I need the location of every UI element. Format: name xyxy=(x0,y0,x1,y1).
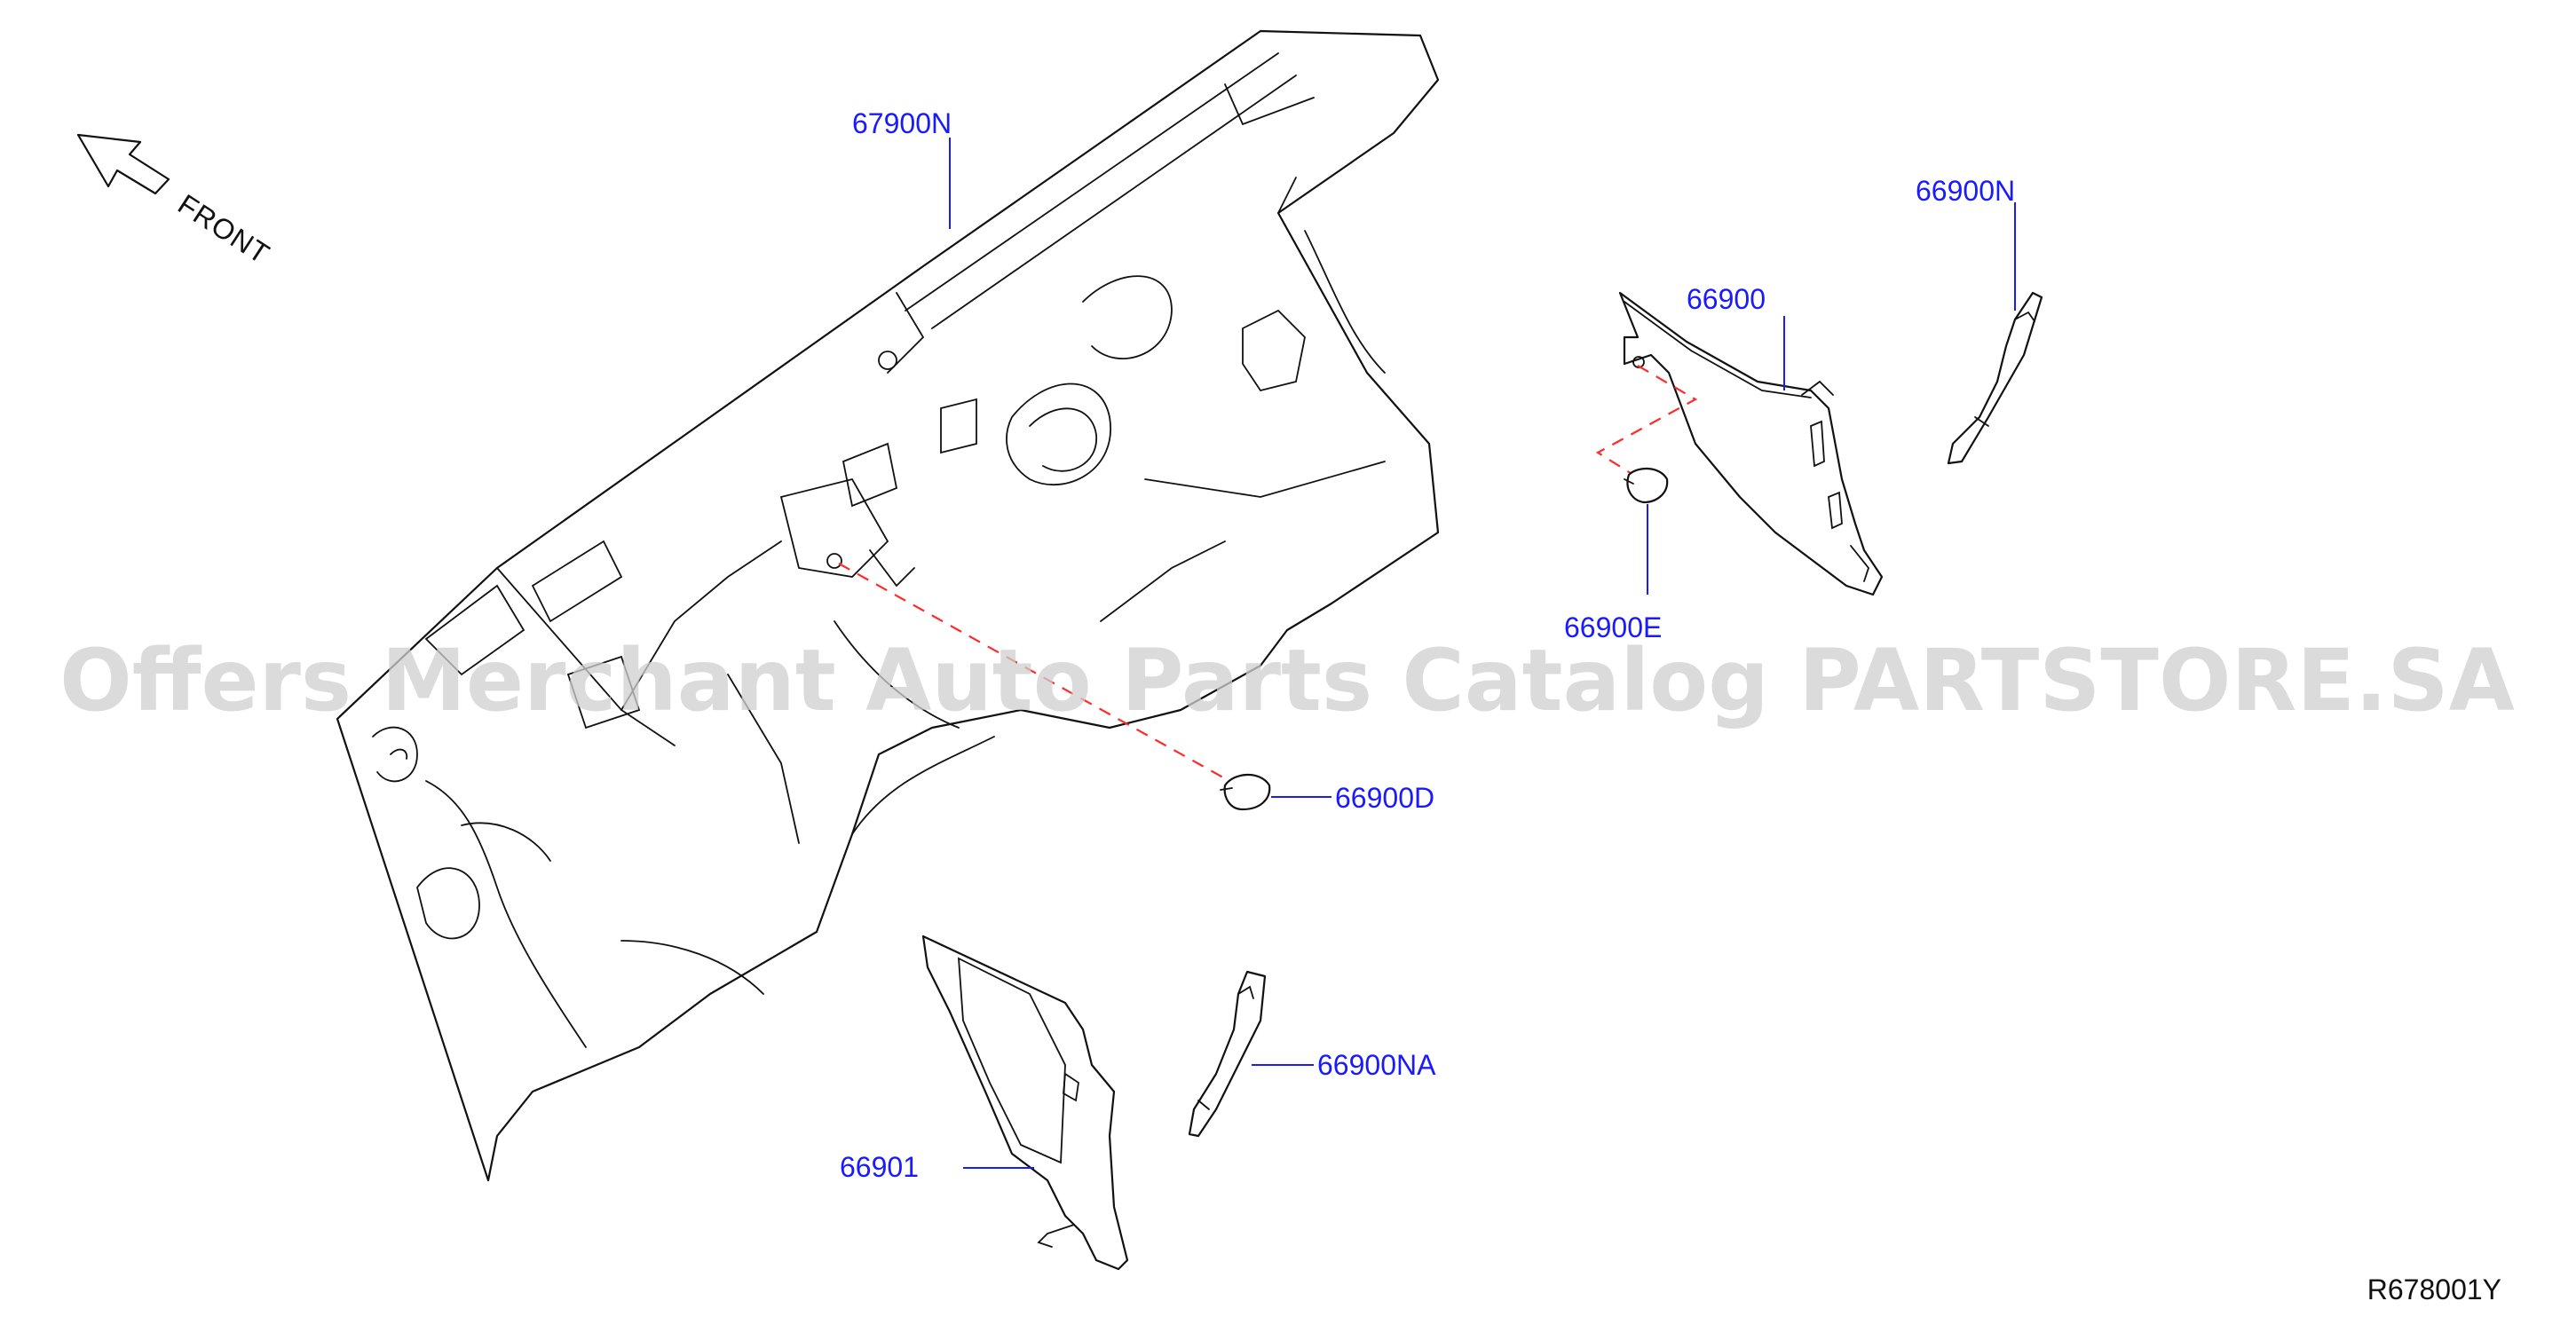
clip-66900e-guide-line xyxy=(1595,365,1698,476)
dash-insulator-part xyxy=(336,29,1440,1182)
cover-66901-part xyxy=(921,935,1129,1271)
trim-66900na-part xyxy=(1188,970,1267,1138)
clip-66900d-guide-line xyxy=(838,563,1230,782)
clip-66900d-part xyxy=(1220,773,1271,811)
callout-67900n[interactable]: 67900N xyxy=(852,107,952,139)
reference-code: R678001Y xyxy=(2367,1274,2501,1305)
watermark-text: Offers Merchant Auto Parts Catalog PARTS… xyxy=(59,631,2515,730)
callout-66900e[interactable]: 66900E xyxy=(1564,611,1662,643)
side-cover-66900-part xyxy=(1618,291,1884,596)
front-label: FRONT xyxy=(172,188,275,271)
callout-66900n[interactable]: 66900N xyxy=(1916,175,2015,207)
callout-66900[interactable]: 66900 xyxy=(1687,283,1766,315)
clip-66900e-part xyxy=(1624,468,1669,504)
front-arrow-icon xyxy=(76,133,170,195)
callout-66901[interactable]: 66901 xyxy=(840,1151,919,1183)
callout-66900d[interactable]: 66900D xyxy=(1335,782,1434,814)
trim-66900n-part xyxy=(1947,291,2043,465)
callout-66900na[interactable]: 66900NA xyxy=(1317,1049,1436,1081)
